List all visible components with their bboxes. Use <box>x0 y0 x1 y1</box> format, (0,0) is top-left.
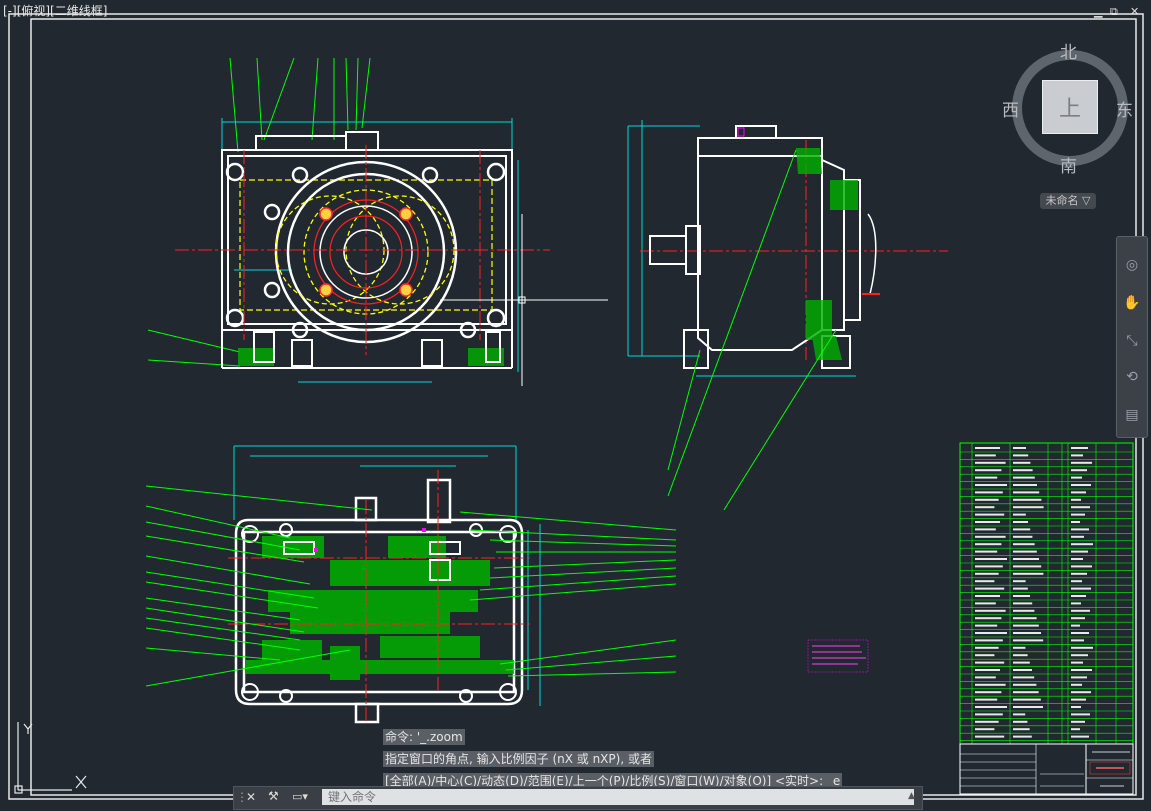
restore-icon[interactable]: ⧉ <box>1110 5 1118 18</box>
wrench-icon[interactable]: ⚒ <box>268 789 279 803</box>
inner-border <box>30 18 1137 796</box>
command-history: 命令: '_.zoom 指定窗口的角点, 输入比例因子 (nX 或 nXP), … <box>383 726 843 792</box>
drag-handle-icon[interactable]: ⋮ <box>236 790 248 804</box>
navigation-bar[interactable]: ◎ ✋ ⤡ ⟲ ▤ <box>1116 236 1148 438</box>
plan-view <box>145 445 869 724</box>
scroll-up-icon[interactable]: ▲ <box>908 791 915 801</box>
command-history-line: [全部(A)/中心(C)/动态(D)/范围(E)/上一个(P)/比例(S)/窗口… <box>383 773 843 789</box>
compass-west[interactable]: 西 <box>1002 101 1019 121</box>
ucs-menu-label: 未命名 <box>1045 194 1079 207</box>
command-line-bar[interactable]: ⋮ ✕ ⚒ ▭▾ ▲ <box>233 786 923 810</box>
pan-icon[interactable]: ✋ <box>1123 295 1141 311</box>
command-history-line: 指定窗口的角点, 输入比例因子 (nX 或 nXP), 或者 <box>383 751 654 767</box>
ucs-menu-button[interactable]: 未命名 ▽ <box>1040 193 1096 209</box>
compass-north[interactable]: 北 <box>1060 43 1077 63</box>
viewport-label[interactable]: [-][俯视][二维线框] <box>3 4 108 18</box>
chevron-down-icon: ▽ <box>1082 194 1091 207</box>
viewcube-top-face[interactable]: 上 <box>1042 80 1098 134</box>
title-block <box>959 743 1134 795</box>
side-view <box>627 120 948 511</box>
command-prompt-icon[interactable]: ▭▾ <box>292 790 308 803</box>
viewcube[interactable]: 上 北 南 西 东 <box>1000 38 1140 178</box>
parts-list-table <box>959 442 1134 745</box>
minimize-icon[interactable]: ▁ <box>1094 5 1103 18</box>
command-input[interactable] <box>322 789 914 805</box>
steering-wheel-icon[interactable]: ◎ <box>1125 257 1139 273</box>
orbit-icon[interactable]: ⟲ <box>1126 369 1138 385</box>
close-command-line-icon[interactable]: ✕ <box>246 790 257 804</box>
viewcube-compass-ring[interactable] <box>1012 50 1128 166</box>
ucs-icon <box>14 722 87 794</box>
command-history-line: 命令: '_.zoom <box>383 729 465 745</box>
showmotion-icon[interactable]: ▤ <box>1125 407 1139 423</box>
zoom-icon[interactable]: ⤡ <box>1126 333 1138 349</box>
compass-south[interactable]: 南 <box>1060 157 1077 177</box>
close-icon[interactable]: ✕ <box>1130 5 1140 18</box>
front-view <box>147 57 608 386</box>
compass-east[interactable]: 东 <box>1116 101 1133 121</box>
